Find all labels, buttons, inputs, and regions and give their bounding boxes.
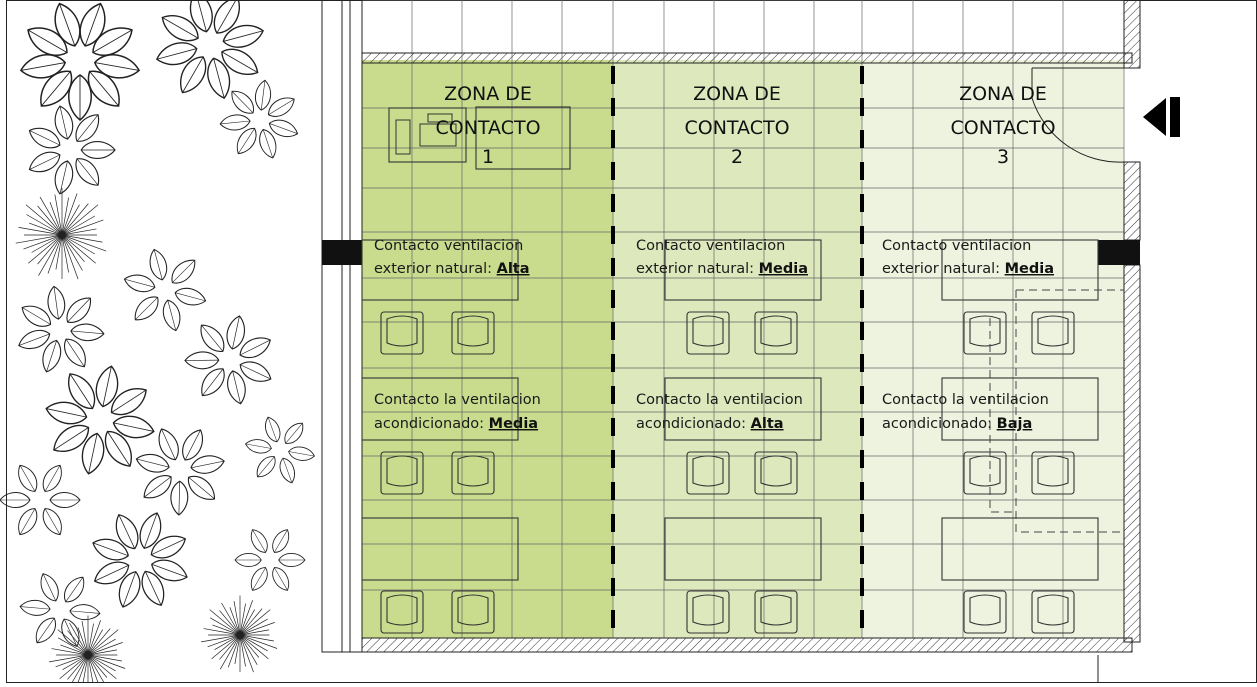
zone-1-title-line2: CONTACTO <box>435 117 540 139</box>
zone-1-natural-label-2: exterior natural: Alta <box>374 261 530 277</box>
zone-1-fill <box>362 60 613 638</box>
zone-3-natural-label-2: exterior natural: Media <box>882 261 1054 277</box>
tree-plan-icon <box>234 525 306 595</box>
zone-1-number: 1 <box>482 146 494 168</box>
tree-plan-icon <box>153 0 267 102</box>
zone-2-natural-label: Contacto ventilacion <box>636 238 785 254</box>
zone-3-conditioned-value: Baja <box>997 416 1033 432</box>
desk <box>475 106 571 170</box>
furniture <box>361 106 1099 634</box>
zone-2-title-line1: ZONA DE <box>693 83 781 105</box>
zone-2-number: 2 <box>731 146 743 168</box>
zone-1-conditioned-label-2: acondicionado: Media <box>374 416 538 432</box>
zone-2-natural-value: Media <box>759 261 808 277</box>
zone-1-natural-label: Contacto ventilacion <box>374 238 523 254</box>
tree-plan-icon <box>89 509 191 611</box>
garden-vegetation <box>0 0 317 687</box>
tree-plan-icon <box>15 284 106 375</box>
zone-2-natural-label-2: exterior natural: Media <box>636 261 808 277</box>
zone-3-title-line1: ZONA DE <box>959 83 1047 105</box>
window-opening-right <box>1098 240 1140 265</box>
zone-1-conditioned-label: Contacto la ventilacion <box>374 392 541 408</box>
computer-icon <box>388 107 467 163</box>
tree-plan-icon <box>18 570 102 650</box>
zone-1-title-line1: ZONA DE <box>444 83 532 105</box>
dashed-outline <box>989 289 1124 533</box>
tree-plan-icon <box>218 78 301 161</box>
tree-plan-icon <box>15 188 107 280</box>
zone-2-title-line2: CONTACTO <box>684 117 789 139</box>
zone-2-conditioned-label: Contacto la ventilacion <box>636 392 803 408</box>
tree-plan-icon <box>43 363 157 477</box>
tree-plan-icon <box>25 103 116 197</box>
tree-plan-icon <box>18 0 142 121</box>
walls <box>321 0 1141 683</box>
zone-2-conditioned-value: Alta <box>751 416 784 432</box>
tree-plan-icon <box>49 615 126 687</box>
zone-3-labels: ZONA DE CONTACTO 3 Contacto ventilacion … <box>882 83 1056 432</box>
zone-3-title-line2: CONTACTO <box>950 117 1055 139</box>
zone-1-natural-value: Alta <box>497 261 530 277</box>
tree-plan-icon <box>121 246 209 334</box>
zone-2-conditioned-label-2: acondicionado: Alta <box>636 416 784 432</box>
entrance-arrow-icon <box>1143 97 1180 137</box>
tree-plan-icon <box>243 414 317 486</box>
door-swing <box>1031 68 1125 163</box>
zone-3-fill <box>862 60 1124 638</box>
window-opening-left <box>322 240 362 265</box>
zone-3-conditioned-label-2: acondicionado: Baja <box>882 416 1032 432</box>
zone-3-natural-value: Media <box>1005 261 1054 277</box>
tree-plan-icon <box>201 595 278 673</box>
zone-1-conditioned-value: Media <box>489 416 538 432</box>
zone-3-natural-label: Contacto ventilacion <box>882 238 1031 254</box>
zone-3-conditioned-label: Contacto la ventilacion <box>882 392 1049 408</box>
zone-1-labels: ZONA DE CONTACTO 1 Contacto ventilacion … <box>374 83 541 432</box>
zone-2-labels: ZONA DE CONTACTO 2 Contacto ventilacion … <box>636 83 808 432</box>
tree-plan-icon <box>184 313 275 407</box>
tree-plan-icon <box>0 461 81 539</box>
tree-plan-icon <box>133 424 227 516</box>
zone-3-number: 3 <box>997 146 1009 168</box>
